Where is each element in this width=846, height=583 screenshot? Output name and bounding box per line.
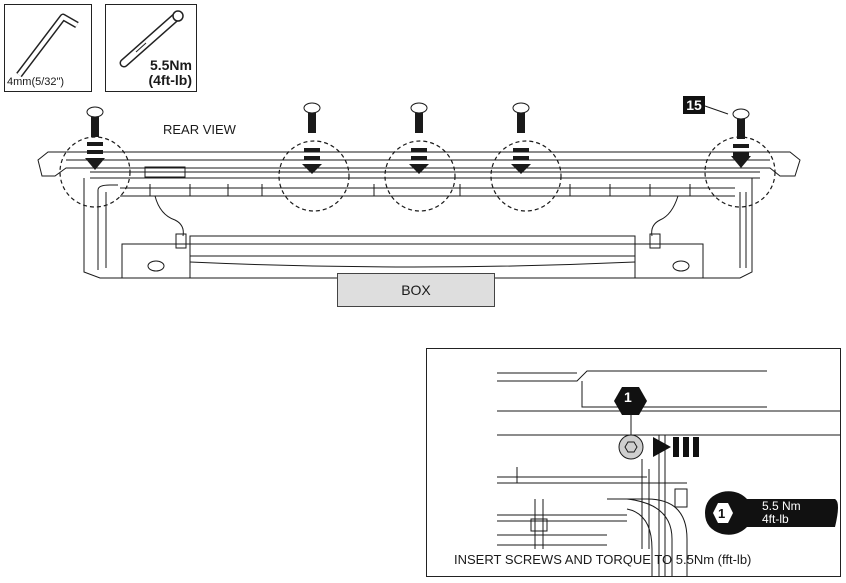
torque-alt-value: (4ft-lb) (148, 72, 192, 88)
rear-view-assembly-drawing (37, 102, 801, 279)
callout-number: 1 (624, 389, 632, 405)
torque-spec-label: 5.5Nm (4ft-lb) (148, 58, 192, 88)
wrench-torque-alt: 4ft-lb (762, 512, 789, 526)
detail-caption: INSERT SCREWS AND TORQUE TO 5.5Nm (fft-l… (454, 552, 752, 567)
step-number-badge: 15 (683, 96, 705, 114)
box-label: BOX (337, 273, 495, 307)
hex-key-tool-box: 4mm(5/32") (4, 4, 92, 92)
torque-value: 5.5Nm (149, 57, 192, 73)
hex-key-size-label: 4mm(5/32") (7, 76, 65, 88)
detail-drawing (497, 370, 840, 576)
wrench-torque-value: 5.5 Nm (762, 499, 801, 513)
detail-inset: 1 1 5.5 Nm 4ft-lb INSERT SCREWS AND TORQ… (426, 348, 841, 577)
wrench-number: 1 (718, 506, 726, 521)
rear-view-label: REAR VIEW (163, 122, 236, 137)
hex-key-icon (16, 13, 79, 78)
torque-wrench-tool-box: 5.5Nm (4ft-lb) (105, 4, 197, 92)
torque-wrench-icon (119, 10, 184, 68)
wrench-torque-spec: 5.5 Nm 4ft-lb (762, 500, 801, 526)
